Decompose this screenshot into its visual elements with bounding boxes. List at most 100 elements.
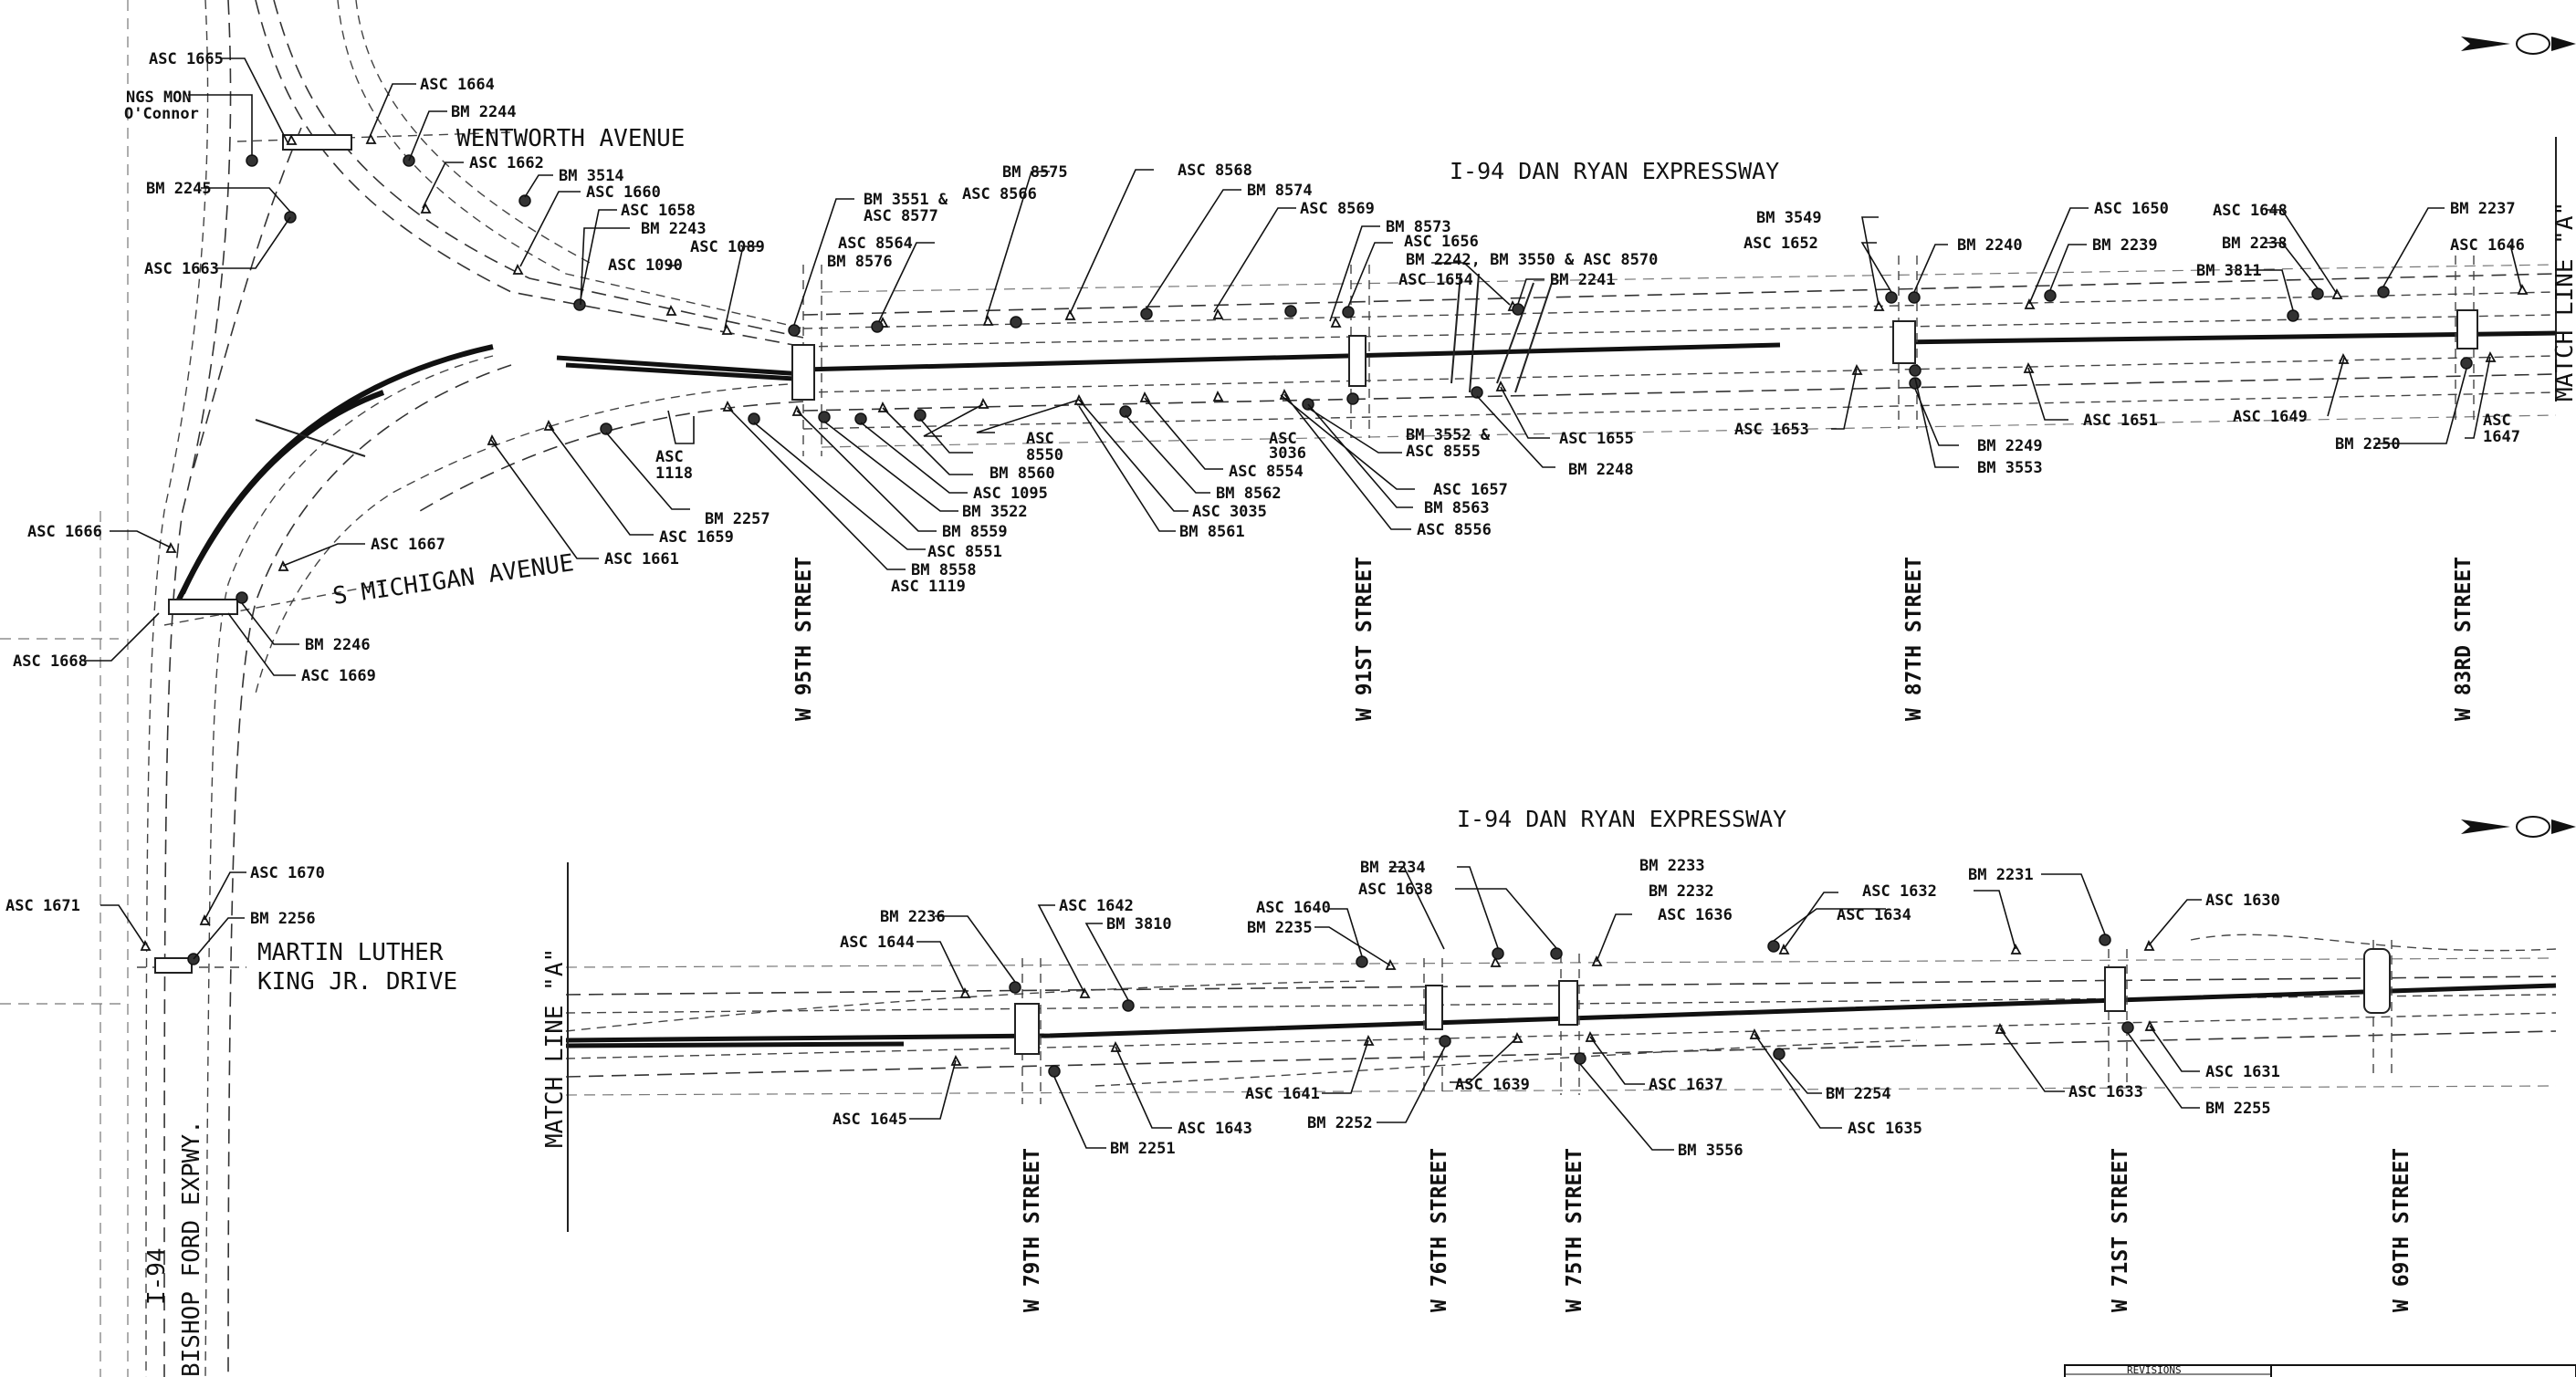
label-asc-1668: ASC 1668 [13, 652, 88, 671]
street-w-83rd: W 83RD STREET [2452, 557, 2476, 721]
street-w-87th: W 87TH STREET [1902, 557, 1926, 721]
label-asc-1666: ASC 1666 [27, 523, 102, 541]
label-asc-1635: ASC 1635 [1848, 1120, 1922, 1138]
label-bm-2250: BM 2250 [2335, 435, 2401, 454]
label-bm-3556: BM 3556 [1678, 1142, 1744, 1160]
ngs-monument-label: NGS MON O'Connor [124, 89, 199, 123]
label-bm-8563: BM 8563 [1424, 499, 1490, 517]
label-asc-1645: ASC 1645 [832, 1111, 907, 1129]
label-bm-2248: BM 2248 [1568, 461, 1634, 479]
label-bm-2255: BM 2255 [2205, 1100, 2271, 1118]
label-bm-8559: BM 8559 [942, 523, 1008, 541]
label-asc-1119: ASC 1119 [891, 578, 966, 596]
label-asc-1652: ASC 1652 [1744, 235, 1818, 253]
label-asc-8550-a: ASC [1026, 430, 1054, 448]
street-w-76th: W 76TH STREET [1428, 1148, 1451, 1312]
road-mlk-1: MARTIN LUTHER [257, 939, 444, 966]
label-asc-1633: ASC 1633 [2068, 1083, 2143, 1101]
label-bm-2249: BM 2249 [1977, 437, 2043, 455]
label-asc-1655: ASC 1655 [1559, 430, 1634, 448]
label-asc-1638: ASC 1638 [1358, 881, 1433, 899]
label-asc-1669: ASC 1669 [301, 667, 376, 685]
street-w-75th: W 75TH STREET [1563, 1148, 1586, 1312]
label-asc-1643: ASC 1643 [1178, 1120, 1252, 1138]
label-bm-8558: BM 8558 [911, 561, 977, 579]
label-asc-1663: ASC 1663 [144, 260, 219, 278]
label-asc-8568: ASC 8568 [1178, 162, 1252, 180]
label-asc-1650: ASC 1650 [2094, 200, 2169, 218]
label-asc-1658: ASC 1658 [621, 202, 696, 220]
label-asc-1661: ASC 1661 [604, 550, 679, 569]
label-bm-8561: BM 8561 [1179, 523, 1245, 541]
label-asc-1665: ASC 1665 [149, 50, 224, 68]
revisions-box: REVISIONS [2064, 1364, 2576, 1377]
label-asc-8556: ASC 8556 [1417, 521, 1492, 539]
label-asc-1090: ASC 1090 [608, 256, 683, 275]
label-bm-2241: BM 2241 [1550, 271, 1616, 289]
revisions-label: REVISIONS [2127, 1364, 2182, 1376]
label-bm-2243: BM 2243 [641, 220, 707, 238]
label-asc-1670: ASC 1670 [250, 864, 325, 882]
lower-roadway [565, 137, 2557, 1232]
label-bm-8562: BM 8562 [1216, 485, 1282, 503]
label-asc-1637: ASC 1637 [1649, 1076, 1723, 1094]
label-asc-1647-b: 1647 [2483, 428, 2520, 446]
label-bm-2254: BM 2254 [1826, 1085, 1891, 1103]
label-bm-2245: BM 2245 [146, 180, 212, 198]
road-wentworth: WENTWORTH AVENUE [456, 125, 685, 152]
survey-markers [140, 132, 2529, 1078]
label-asc-8554: ASC 8554 [1229, 463, 1304, 481]
label-asc-1089: ASC 1089 [690, 238, 765, 256]
label-bm-2234: BM 2234 [1360, 859, 1426, 877]
label-asc-1660: ASC 1660 [586, 183, 661, 202]
label-bm-2233: BM 2233 [1639, 857, 1705, 875]
label-bm-2244: BM 2244 [451, 103, 517, 121]
label-asc-8551: ASC 8551 [927, 543, 1002, 561]
label-asc-1653: ASC 1653 [1734, 421, 1809, 439]
label-asc-1631: ASC 1631 [2205, 1063, 2280, 1081]
label-asc-1671: ASC 1671 [5, 897, 80, 915]
label-asc-8569: ASC 8569 [1300, 200, 1375, 218]
label-asc-1646: ASC 1646 [2450, 236, 2525, 255]
benchmark-disk-icon [187, 154, 2473, 1078]
label-asc-1651: ASC 1651 [2083, 412, 2158, 430]
label-bm-2239: BM 2239 [2092, 236, 2158, 255]
label-asc-1648: ASC 1648 [2213, 202, 2288, 220]
label-asc-3036-b: 3036 [1269, 444, 1306, 463]
label-asc-1639: ASC 1639 [1455, 1076, 1530, 1094]
label-bm-8574: BM 8574 [1247, 182, 1313, 200]
street-w-71st: W 71ST STREET [2109, 1148, 2132, 1312]
label-asc-1649: ASC 1649 [2233, 408, 2308, 426]
match-line-right: MATCH LINE "A" [2551, 202, 2576, 402]
label-asc-8564: ASC 8564 [838, 235, 913, 253]
north-arrow-upper-icon [2461, 33, 2576, 55]
label-bm-2236: BM 2236 [880, 908, 946, 926]
label-bm-3811: BM 3811 [2196, 262, 2262, 280]
street-w-91st: W 91ST STREET [1353, 557, 1377, 721]
label-asc-1118-a: ASC [655, 448, 684, 466]
label-bm-3551: BM 3551 & [864, 191, 948, 209]
label-bm-3552: BM 3552 & [1406, 426, 1491, 444]
label-asc-3035: ASC 3035 [1192, 503, 1267, 521]
label-asc-1657: ASC 1657 [1433, 481, 1508, 499]
label-asc-1634: ASC 1634 [1837, 906, 1911, 924]
label-asc-1095: ASC 1095 [973, 485, 1048, 503]
label-asc-1667: ASC 1667 [371, 536, 445, 554]
lower-expressway-title: I-94 DAN RYAN EXPRESSWAY [1457, 806, 1786, 832]
label-bm-2242-group: BM 2242, BM 3550 & ASC 8570 [1406, 251, 1658, 269]
label-bm-2232: BM 2232 [1649, 882, 1714, 901]
upper-expressway-title: I-94 DAN RYAN EXPRESSWAY [1450, 158, 1779, 184]
label-asc-1630: ASC 1630 [2205, 892, 2280, 910]
svg-text:O'Connor: O'Connor [124, 105, 199, 123]
label-bm-2251: BM 2251 [1110, 1140, 1176, 1158]
label-bm-8560: BM 8560 [990, 464, 1055, 483]
label-bm-2256: BM 2256 [250, 910, 316, 928]
street-w-69th: W 69TH STREET [2390, 1148, 2414, 1312]
road-mlk-2: KING JR. DRIVE [257, 968, 457, 996]
label-bm-2235: BM 2235 [1247, 919, 1313, 937]
label-bm-2246: BM 2246 [305, 636, 371, 654]
label-asc-1659: ASC 1659 [659, 528, 734, 547]
north-arrow-lower-icon [2461, 816, 2576, 838]
match-line-left: MATCH LINE "A" [541, 948, 569, 1148]
